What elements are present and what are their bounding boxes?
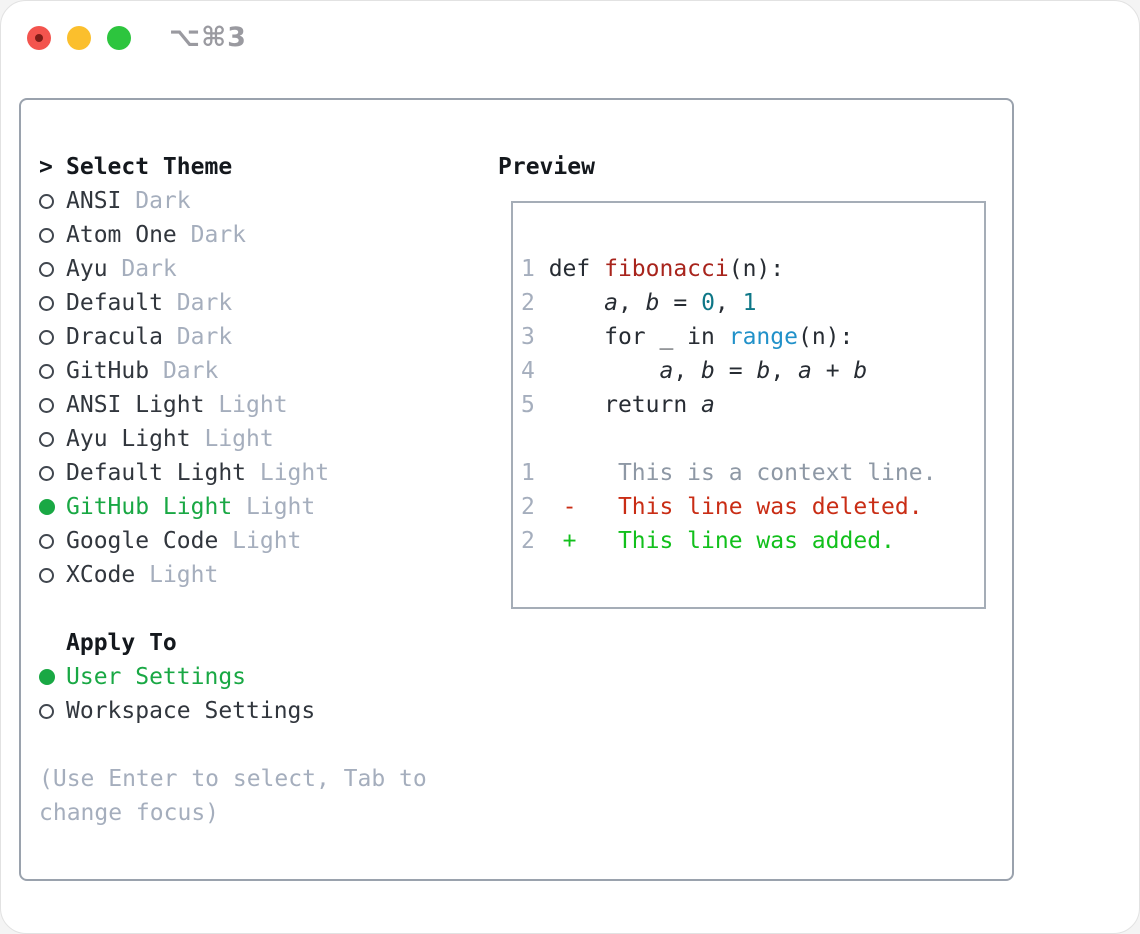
window-title: ⌥⌘3 (169, 22, 247, 53)
code-line: 1 def fibonacci(n): (521, 256, 785, 282)
apply-to-option-label: Workspace Settings (66, 698, 316, 724)
line-number: 1 (521, 256, 549, 282)
code-line: 3 for _ in range(n): (521, 324, 854, 350)
radio-icon (39, 431, 54, 447)
theme-variant-tag: Light (232, 528, 302, 554)
close-button[interactable] (27, 26, 51, 50)
theme-option-label: Ayu Light (66, 426, 191, 452)
theme-option-label: Google Code (66, 528, 219, 554)
theme-option[interactable]: GitHub Light Light (39, 490, 329, 524)
code-line: 2 a, b = 0, 1 (521, 290, 757, 316)
theme-list-header: Select Theme (66, 154, 233, 180)
radio-icon (39, 329, 54, 345)
code-line: 4 a, b = b, a + b (521, 358, 868, 384)
radio-icon (39, 567, 54, 583)
theme-list-header-row: > Select Theme (39, 150, 329, 184)
radio-icon (39, 397, 54, 413)
theme-option[interactable]: Ayu Light Light (39, 422, 329, 456)
theme-option[interactable]: ANSI Light Light (39, 388, 329, 422)
focus-indicator: > (39, 154, 53, 180)
theme-option-label: XCode (66, 562, 136, 588)
apply-to-header-row: Apply To (39, 626, 315, 660)
theme-option[interactable]: Atom One Dark (39, 218, 329, 252)
theme-option[interactable]: ANSI Dark (39, 184, 329, 218)
help-text: (Use Enter to select, Tab to change focu… (39, 762, 427, 830)
line-number: 2 (521, 290, 549, 316)
theme-variant-tag: Dark (176, 324, 233, 350)
theme-option-label: ANSI Light (66, 392, 205, 418)
theme-option-label: GitHub Light (66, 494, 233, 520)
preview-pane: 1 def fibonacci(n): 2 a, b = 0, 1 3 for _ … (511, 201, 986, 609)
zoom-button[interactable] (107, 26, 131, 50)
radio-selected-icon (39, 499, 55, 515)
theme-option[interactable]: Ayu Dark (39, 252, 329, 286)
theme-variant-tag: Light (218, 392, 288, 418)
radio-selected-icon (39, 669, 55, 685)
line-number: 5 (521, 392, 549, 418)
apply-to-option[interactable]: Workspace Settings (39, 694, 315, 728)
theme-variant-tag: Dark (176, 290, 233, 316)
theme-option[interactable]: Default Dark (39, 286, 329, 320)
theme-option-label: Dracula (66, 324, 163, 350)
title-bar: ⌥⌘3 (1, 1, 1139, 76)
theme-variant-tag: Dark (121, 256, 177, 282)
theme-option[interactable]: Dracula Dark (39, 320, 329, 354)
radio-icon (39, 363, 54, 379)
apply-to-header: Apply To (66, 630, 177, 656)
radio-icon (39, 465, 54, 481)
help-text-line-2: change focus) (39, 800, 220, 826)
theme-option[interactable]: XCode Light (39, 558, 329, 592)
radio-icon (39, 227, 54, 243)
code-line: 5 return a (521, 392, 715, 418)
theme-option-label: Default (66, 290, 163, 316)
preview-header: Preview (498, 154, 595, 180)
line-number: 2 (521, 494, 549, 520)
code-line: 2 + This line was added. (521, 528, 895, 554)
theme-variant-tag: Light (259, 460, 330, 486)
theme-variant-tag: Light (204, 426, 274, 452)
theme-variant-tag: Dark (162, 358, 219, 384)
theme-option[interactable]: GitHub Dark (39, 354, 329, 388)
theme-variant-tag: Dark (135, 188, 191, 214)
theme-option-label: Ayu (66, 256, 108, 282)
theme-variant-tag: Light (246, 494, 316, 520)
code-block: 1 def fibonacci(n): 2 a, b = 0, 1 3 for _ … (521, 252, 984, 558)
theme-option-label: ANSI (66, 188, 122, 214)
traffic-lights (27, 26, 131, 50)
help-text-line-1: (Use Enter to select, Tab to (39, 766, 427, 792)
line-number: 3 (521, 324, 549, 350)
theme-variant-tag: Light (149, 562, 219, 588)
radio-icon (39, 193, 54, 209)
minimize-button[interactable] (67, 26, 91, 50)
apply-to-option[interactable]: User Settings (39, 660, 315, 694)
code-line: 1 This is a context line. (521, 460, 937, 486)
radio-icon (39, 295, 54, 311)
line-number: 4 (521, 358, 549, 384)
theme-option-label: GitHub (66, 358, 150, 384)
apply-to-option-label: User Settings (66, 664, 247, 690)
code-line: 2 - This line was deleted. (521, 494, 923, 520)
radio-icon (39, 703, 54, 719)
theme-option[interactable]: Google Code Light (39, 524, 329, 558)
theme-option[interactable]: Default Light Light (39, 456, 329, 490)
theme-option-label: Atom One (66, 222, 177, 248)
code-line (521, 422, 984, 456)
theme-variant-tag: Dark (190, 222, 247, 248)
line-number: 1 (521, 460, 549, 486)
theme-option-label: Default Light (66, 460, 247, 486)
line-number: 2 (521, 528, 549, 554)
radio-icon (39, 533, 54, 549)
radio-icon (39, 261, 54, 277)
